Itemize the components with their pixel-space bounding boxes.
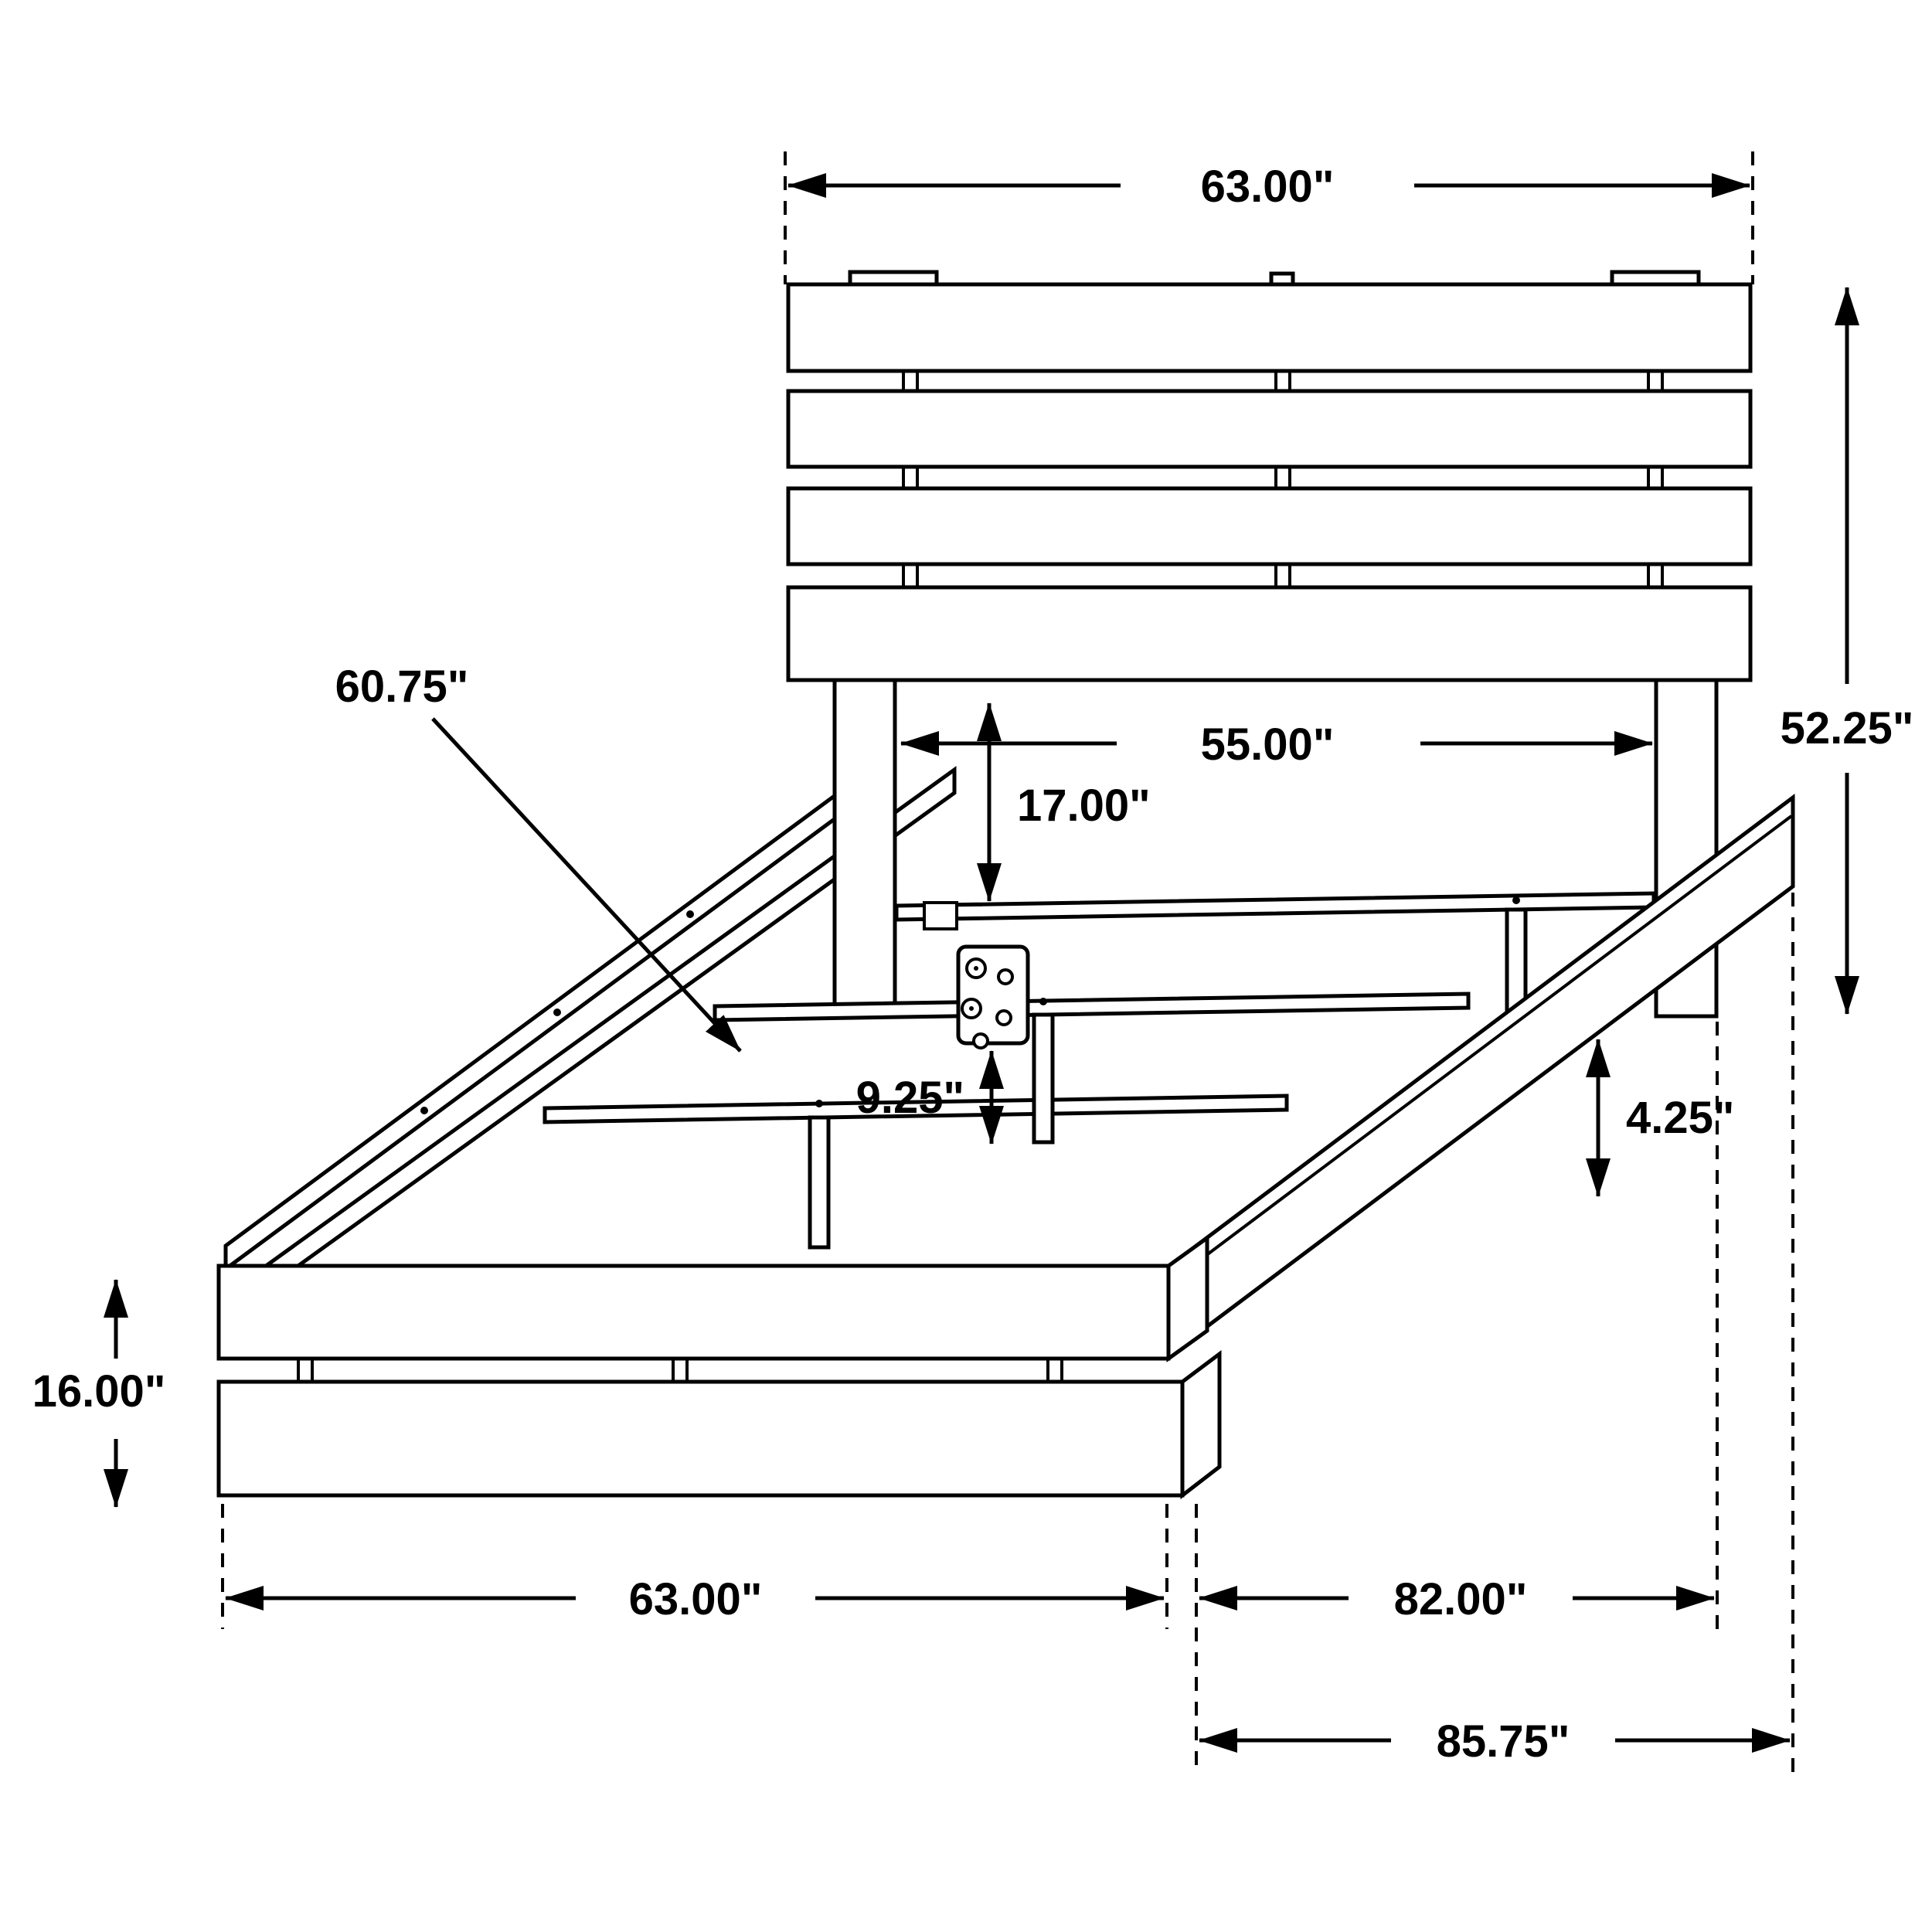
bracket-bolt: [972, 1032, 989, 1049]
footboard-plank-bottom: [216, 1379, 1185, 1498]
footboard-plank-top: [216, 1264, 1171, 1361]
rail-screw-dot: [553, 1009, 561, 1016]
slat-screw-dot: [1512, 896, 1520, 904]
extension-lines: [221, 151, 1794, 1774]
footboard: [216, 1234, 1222, 1500]
dim-label-frame-length: 82.00": [1394, 1574, 1528, 1624]
dim-label-overall-length: 85.75": [1437, 1716, 1570, 1767]
dim-headboard-height: 52.25": [1781, 287, 1914, 1015]
headboard-plank-3: [786, 486, 1753, 566]
slat-2: [713, 992, 1471, 1022]
dim-rail-clearance: 4.25": [1586, 1039, 1734, 1197]
headboard: [786, 270, 1753, 682]
right-rail-board: [1188, 793, 1795, 1344]
side-rail-right: [1188, 793, 1795, 1344]
dim-label-top-width: 63.00": [1201, 162, 1335, 212]
dim-label-rail-clearance: 4.25": [1626, 1093, 1734, 1143]
bracket-tab: [923, 901, 958, 930]
slat-system: [543, 891, 1656, 1250]
headboard-legs: [832, 678, 1719, 1019]
slat-screw-dot: [1039, 998, 1047, 1005]
headboard-plank-2: [786, 389, 1753, 469]
dim-label-slat-length: 60.75": [335, 662, 469, 712]
dim-label-footboard-height: 16.00": [32, 1366, 166, 1417]
slat-support-leg-3: [808, 1115, 831, 1250]
dim-slat-support: 9.25": [856, 1050, 1004, 1145]
dim-footboard-height: 16.00": [32, 1279, 166, 1508]
dim-slat-length: 60.75": [335, 662, 742, 1053]
slat-1: [894, 891, 1656, 922]
slat-screw-dot: [815, 1100, 823, 1107]
dim-label-between-legs: 55.00": [1201, 719, 1335, 770]
headboard-leg-left: [832, 678, 897, 1019]
slat-support-leg-2: [1032, 1012, 1055, 1145]
right-rail-ledge-line: [1201, 815, 1793, 1260]
footboard-gap-connectors: [297, 1352, 1063, 1389]
bracket-bolt: [995, 1009, 1012, 1026]
rail-bracket-hardware: [923, 901, 1030, 1049]
rail-screw-dot: [420, 1107, 428, 1114]
dim-between-legs: 55.00": [900, 719, 1653, 770]
footboard-bottom-side-face: [1180, 1350, 1222, 1500]
rail-screw-dot: [686, 910, 694, 918]
dim-footboard-width: 63.00": [225, 1574, 1165, 1624]
dim-label-headboard-height: 52.25": [1781, 703, 1914, 753]
dim-label-deck-height: 17.00": [1017, 781, 1151, 831]
headboard-plank-1: [786, 282, 1753, 373]
dim-top-width: 63.00": [787, 162, 1750, 212]
footboard-top-side-face: [1166, 1234, 1209, 1362]
side-rail-left: [223, 752, 957, 1305]
headboard-plank-4: [786, 585, 1753, 682]
dimensions: 63.00" 52.25" 55.00" 17.00" 60.75" 9.25": [32, 162, 1914, 1767]
dim-overall-length: 85.75": [1199, 1716, 1791, 1767]
leader-line: [431, 717, 742, 1053]
headboard-gap-connectors: [902, 365, 1664, 594]
dim-label-footboard-width: 63.00": [629, 1574, 763, 1624]
bracket-bolt-center: [974, 966, 978, 971]
bracket-bolt-center: [969, 1006, 974, 1011]
dim-deck-to-headboard: 17.00": [977, 702, 1151, 902]
dim-label-slat-support-height: 9.25": [856, 1073, 964, 1123]
dim-frame-length: 82.00": [1199, 1574, 1715, 1624]
bracket-bolt: [997, 968, 1014, 985]
